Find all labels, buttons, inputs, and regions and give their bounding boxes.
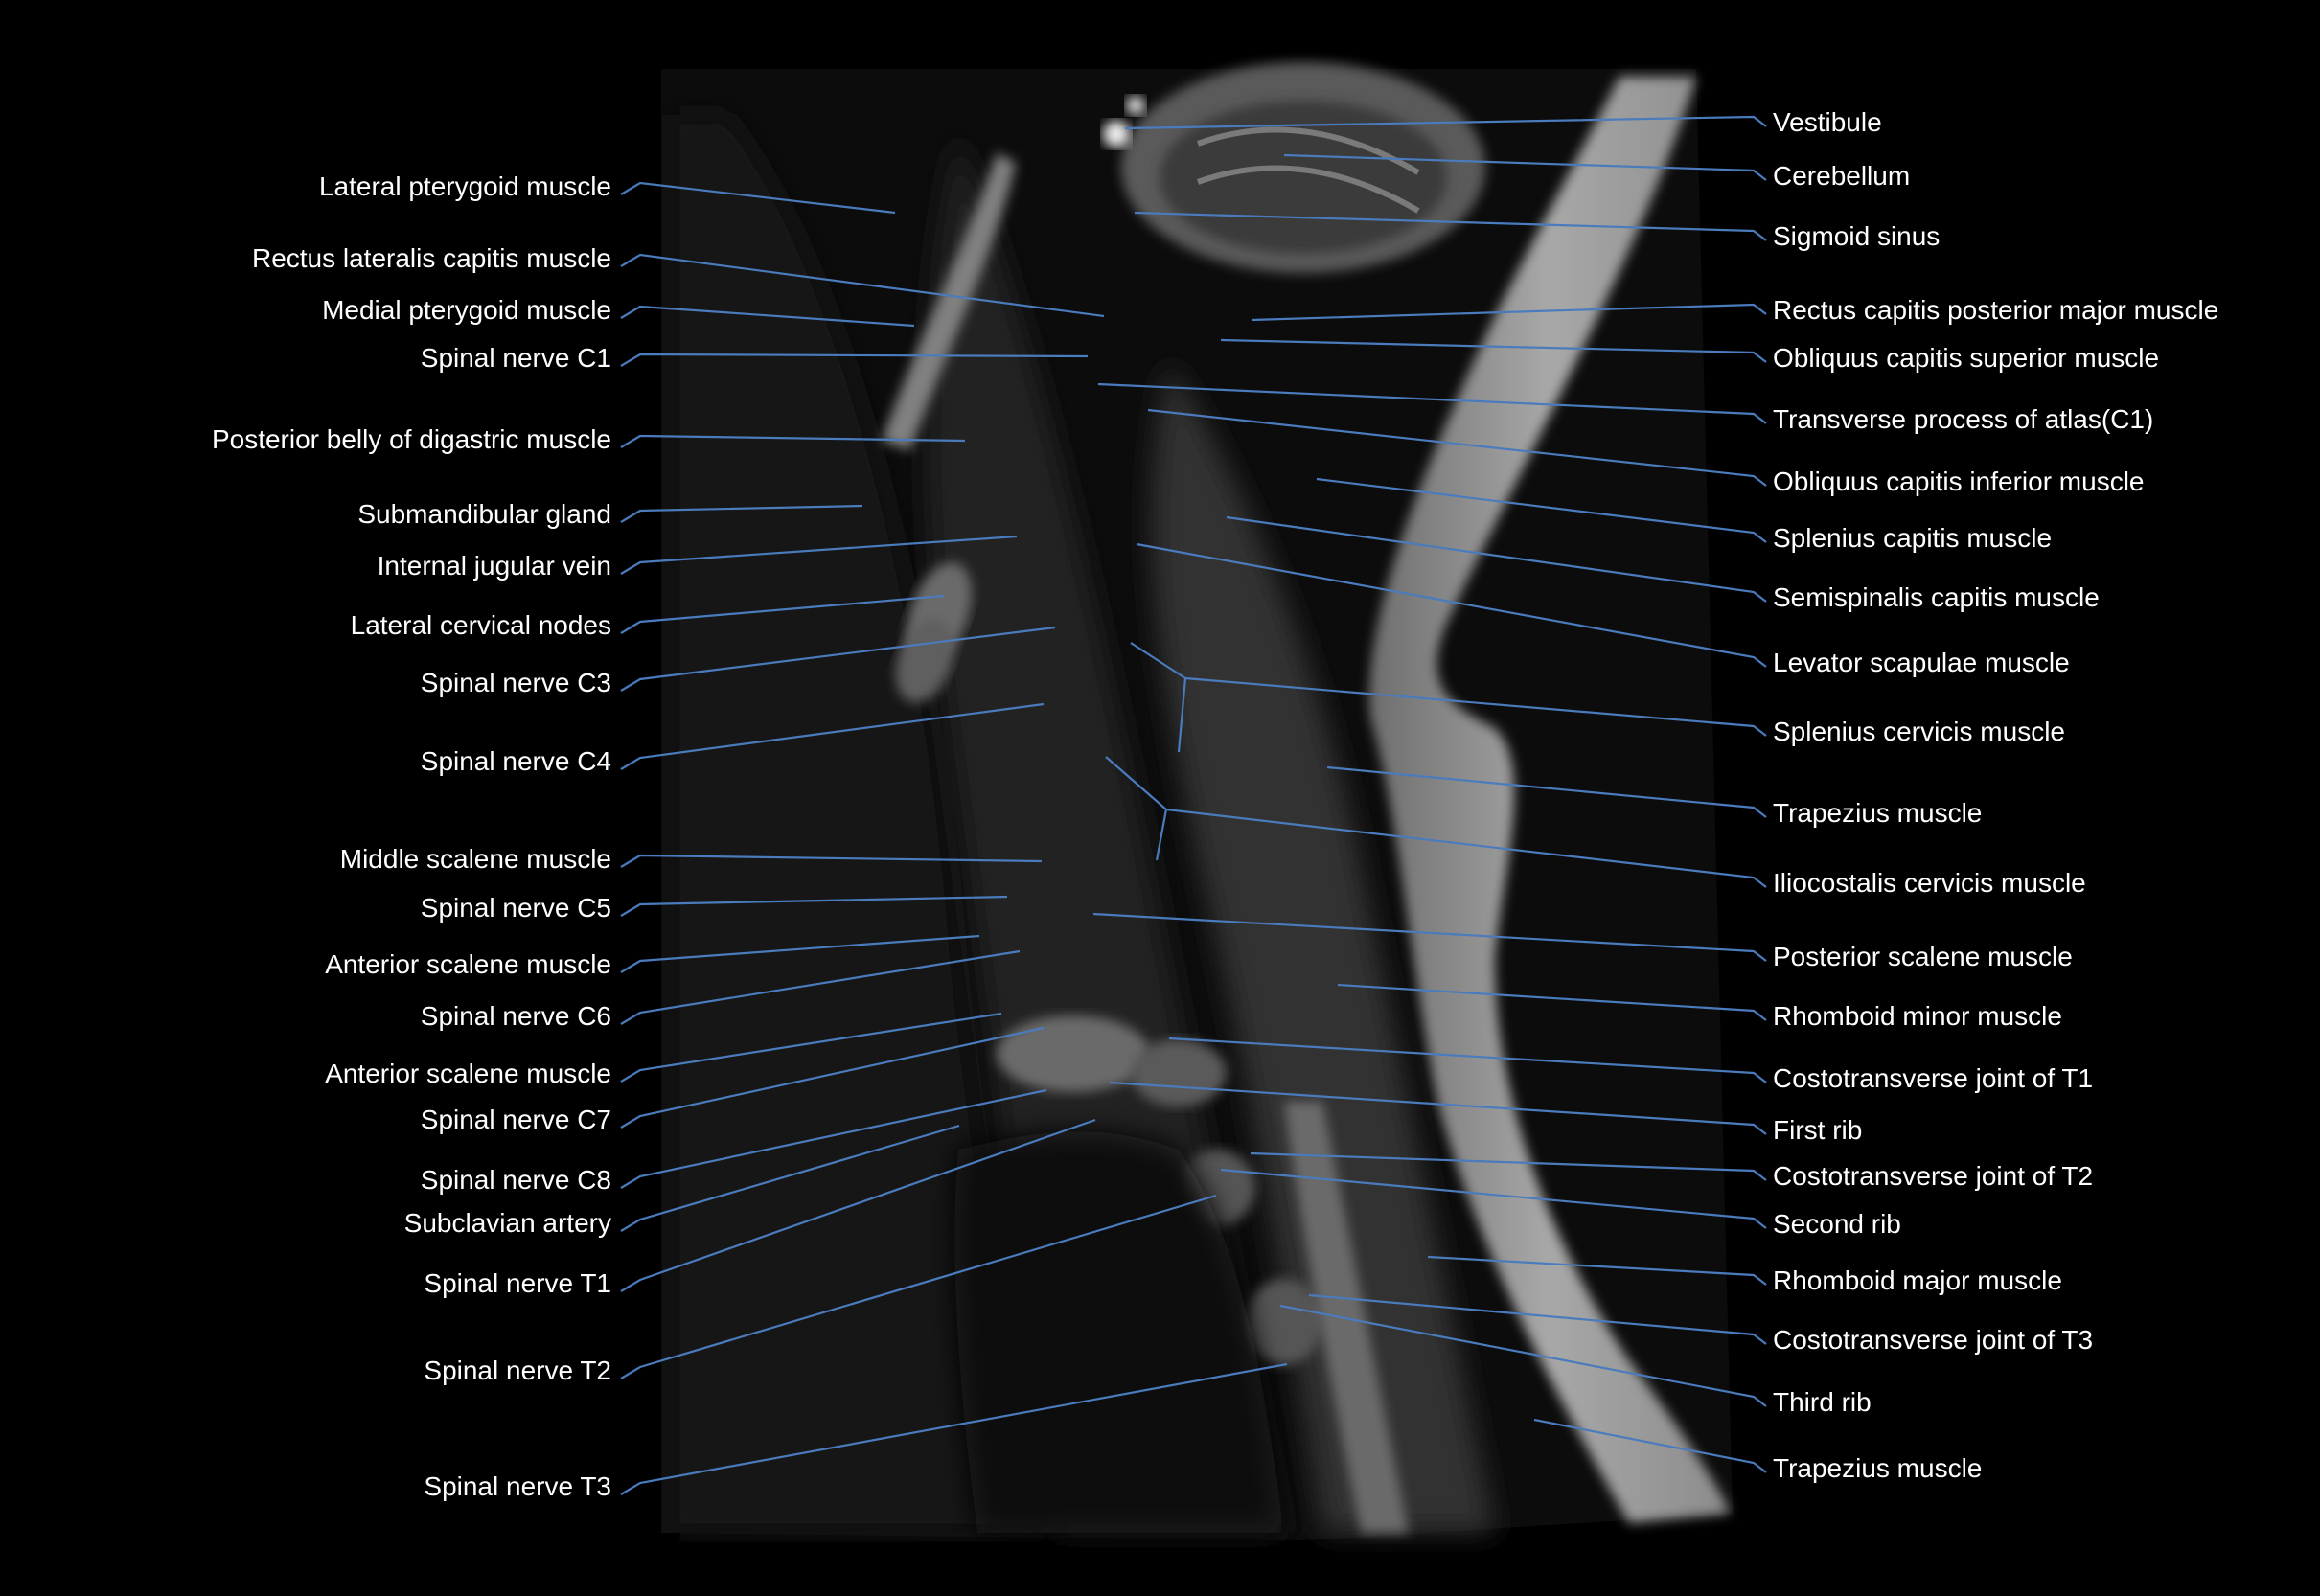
- label-spinal-nerve-c6: Spinal nerve C6: [420, 1001, 611, 1031]
- label-iliocostalis-cervicis-muscle: Iliocostalis cervicis muscle: [1773, 868, 2086, 898]
- label-spinal-nerve-c1: Spinal nerve C1: [420, 343, 611, 373]
- leader-line: [1136, 542, 1767, 668]
- label-levator-scapulae-muscle: Levator scapulae muscle: [1773, 648, 2070, 677]
- leader-line: [1092, 912, 1767, 962]
- leader-line: [1184, 676, 1767, 737]
- label-trapezius-muscle: Trapezius muscle: [1773, 1453, 1983, 1483]
- leader-line: [620, 594, 945, 634]
- label-medial-pterygoid-muscle: Medial pterygoid muscle: [322, 295, 611, 325]
- leader-line: [620, 626, 1056, 692]
- label-posterior-belly-of-digastric-muscle: Posterior belly of digastric muscle: [211, 424, 611, 454]
- leader-line: [1165, 808, 1767, 888]
- label-subclavian-artery: Subclavian artery: [403, 1208, 611, 1238]
- leader-line: [620, 949, 1021, 1025]
- leader-line: [1134, 211, 1767, 241]
- label-splenius-cervicis-muscle: Splenius cervicis muscle: [1773, 717, 2065, 746]
- label-rhomboid-minor-muscle: Rhomboid minor muscle: [1773, 1001, 2062, 1031]
- leader-line: [620, 1088, 1047, 1189]
- leader-line: [620, 854, 1043, 868]
- leader-line: [1337, 983, 1767, 1021]
- leader-line: [1168, 1037, 1767, 1083]
- leader-line: [1147, 408, 1767, 487]
- leader-line: [1250, 1151, 1767, 1181]
- label-splenius-capitis-muscle: Splenius capitis muscle: [1773, 523, 2053, 553]
- leader-line: [1105, 756, 1167, 810]
- leader-line: [620, 1026, 1045, 1129]
- label-costotransverse-joint-of-t3: Costotransverse joint of T3: [1773, 1325, 2094, 1355]
- leader-line: [1308, 1293, 1767, 1345]
- label-trapezius-muscle: Trapezius muscle: [1773, 798, 1983, 828]
- label-lateral-pterygoid-muscle: Lateral pterygoid muscle: [318, 171, 611, 201]
- label-posterior-scalene-muscle: Posterior scalene muscle: [1773, 942, 2073, 971]
- leader-line: [620, 305, 915, 328]
- leader-line: [620, 434, 966, 448]
- leader-line: [1109, 1081, 1767, 1135]
- leader-line: [620, 1124, 960, 1232]
- leader-line: [1155, 809, 1168, 861]
- leader-line: [620, 895, 1008, 917]
- label-spinal-nerve-c7: Spinal nerve C7: [420, 1105, 611, 1134]
- leader-line: [620, 504, 863, 523]
- leader-line: [1326, 765, 1767, 818]
- label-sigmoid-sinus: Sigmoid sinus: [1773, 221, 1941, 251]
- leader-line: [620, 1012, 1002, 1083]
- leader-line: [1279, 1304, 1767, 1407]
- leader-line: [1533, 1418, 1767, 1473]
- leader-line: [620, 1362, 1288, 1495]
- leader-line: [1124, 115, 1767, 130]
- label-spinal-nerve-t3: Spinal nerve T3: [424, 1471, 611, 1501]
- label-spinal-nerve-c8: Spinal nerve C8: [420, 1165, 611, 1195]
- label-spinal-nerve-t2: Spinal nerve T2: [424, 1356, 611, 1385]
- label-anterior-scalene-muscle: Anterior scalene muscle: [325, 1059, 611, 1088]
- label-submandibular-gland: Submandibular gland: [357, 499, 611, 529]
- label-second-rib: Second rib: [1773, 1209, 1901, 1239]
- leader-line: [1316, 477, 1767, 543]
- label-middle-scalene-muscle: Middle scalene muscle: [339, 844, 611, 874]
- label-obliquus-capitis-inferior-muscle: Obliquus capitis inferior muscle: [1773, 467, 2145, 496]
- leader-line: [620, 702, 1045, 770]
- label-rectus-capitis-posterior-major-muscle: Rectus capitis posterior major muscle: [1773, 295, 2219, 325]
- leader-line: [620, 1194, 1217, 1379]
- leader-line: [620, 181, 896, 215]
- leader-line: [1220, 338, 1767, 363]
- leader-line: [1283, 153, 1767, 181]
- label-semispinalis-capitis-muscle: Semispinalis capitis muscle: [1773, 582, 2100, 612]
- leader-line: [620, 1118, 1096, 1292]
- label-spinal-nerve-c5: Spinal nerve C5: [420, 893, 611, 923]
- label-costotransverse-joint-of-t1: Costotransverse joint of T1: [1773, 1063, 2094, 1093]
- leader-line: [1130, 642, 1186, 679]
- leader-line: [1251, 303, 1767, 322]
- label-rectus-lateralis-capitis-muscle: Rectus lateralis capitis muscle: [251, 243, 611, 273]
- label-vestibule: Vestibule: [1773, 107, 1882, 137]
- label-spinal-nerve-t1: Spinal nerve T1: [424, 1268, 611, 1298]
- label-rhomboid-major-muscle: Rhomboid major muscle: [1773, 1265, 2062, 1295]
- leader-line: [1226, 515, 1767, 603]
- label-cerebellum: Cerebellum: [1773, 161, 1911, 191]
- label-third-rib: Third rib: [1773, 1387, 1872, 1417]
- leader-line: [1177, 677, 1187, 753]
- leader-line: [1427, 1255, 1767, 1286]
- label-spinal-nerve-c4: Spinal nerve C4: [420, 746, 611, 776]
- label-spinal-nerve-c3: Spinal nerve C3: [420, 668, 611, 697]
- leader-line: [1220, 1168, 1767, 1229]
- leader-line: [620, 353, 1089, 367]
- leader-line: [1097, 382, 1767, 424]
- label-costotransverse-joint-of-t2: Costotransverse joint of T2: [1773, 1161, 2094, 1191]
- label-transverse-process-of-atlas-c1: Transverse process of atlas(C1): [1773, 404, 2154, 434]
- label-lateral-cervical-nodes: Lateral cervical nodes: [350, 610, 611, 640]
- leader-line: [620, 934, 980, 973]
- label-internal-jugular-vein: Internal jugular vein: [377, 551, 611, 581]
- label-first-rib: First rib: [1773, 1115, 1863, 1145]
- label-anterior-scalene-muscle: Anterior scalene muscle: [325, 949, 611, 979]
- leader-line: [620, 253, 1105, 318]
- leader-line: [620, 535, 1018, 575]
- label-obliquus-capitis-superior-muscle: Obliquus capitis superior muscle: [1773, 343, 2160, 373]
